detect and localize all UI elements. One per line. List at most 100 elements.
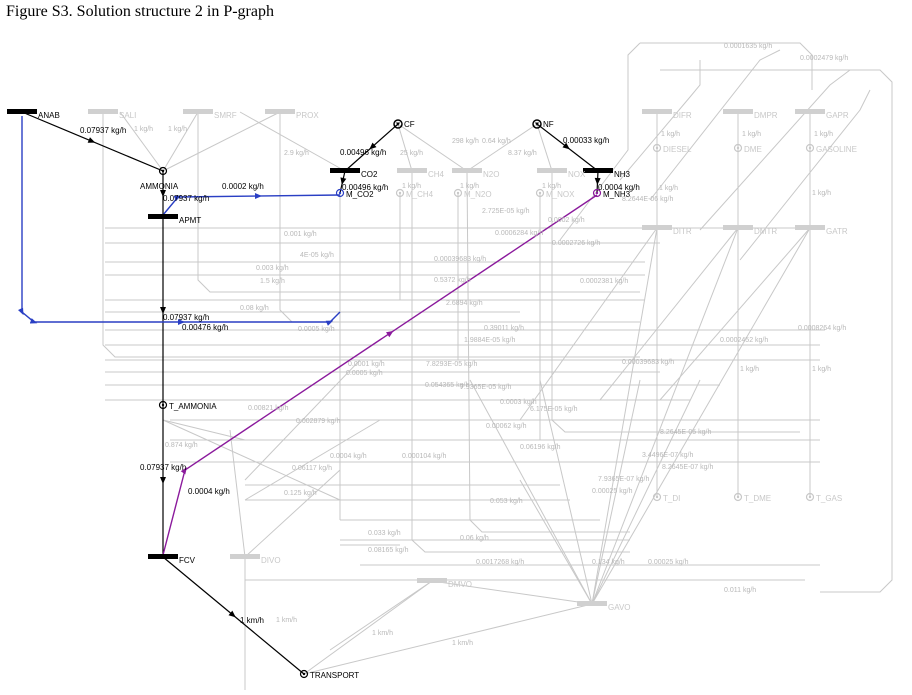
- inactive-edge-label: 0.0002726 kg/h: [552, 240, 600, 247]
- inactive-edge-label: 0.0006284 kg/h: [495, 230, 543, 237]
- figure-caption: Figure S3. Solution structure 2 in P-gra…: [6, 3, 274, 20]
- edge-fcv-to-m_nh3: [162, 194, 598, 556]
- node-label: T_DI: [663, 494, 680, 503]
- node-label: DITR: [673, 227, 692, 236]
- inactive-edge-label: 0.0005 kg/h: [346, 370, 383, 377]
- edge-label: 0.00033 kg/h: [563, 136, 609, 145]
- inactive-edge-label: 1 km/h: [452, 640, 473, 647]
- node-t-di: T_DI: [652, 492, 680, 503]
- inactive-edge-label: 0.00025 kg/h: [592, 488, 633, 495]
- inactive-edge-label: 0.0002479 kg/h: [800, 55, 848, 62]
- edge-arrow: [254, 193, 262, 200]
- node-label: M_N2O: [464, 190, 492, 199]
- node-ditr: DITR: [642, 225, 692, 236]
- edge-label: 0.0004 kg/h: [188, 487, 230, 496]
- node-label: SMRF: [214, 111, 237, 120]
- node-divo: DIVO: [230, 554, 281, 565]
- node-gatr: GATR: [795, 225, 848, 236]
- inactive-edge-label: 2.6894 kg/h: [446, 300, 483, 307]
- node-label: DME: [744, 145, 762, 154]
- node-label: DIVO: [261, 556, 281, 565]
- node-label: DMVO: [448, 580, 472, 589]
- inactive-edge-label: 0.0003 kg/h: [500, 399, 537, 406]
- node-co2: CO2: [330, 168, 378, 179]
- edge-arrow: [386, 330, 394, 338]
- node-ammonia: AMMONIA: [140, 166, 179, 191]
- inactive-edge-label: 1 kg/h: [134, 126, 153, 133]
- node-gavo: GAVO: [577, 601, 631, 612]
- edge-arrow: [160, 477, 166, 484]
- inactive-edge-label: 0.64 kg/h: [482, 138, 511, 145]
- inactive-edge-label: 1 km/h: [276, 617, 297, 624]
- node-t-gas: T_GAS: [805, 492, 842, 503]
- inactive-edge-label: 1 kg/h: [659, 185, 678, 192]
- inactive-edge-label: 0.0008264 kg/h: [798, 325, 846, 332]
- inactive-edge-label: 0.08 kg/h: [240, 305, 269, 312]
- inactive-edge-label: 0.002879 kg/h: [296, 418, 340, 425]
- node-label: NH3: [614, 170, 631, 179]
- node-m-nox: M_NOX: [535, 188, 575, 199]
- node-transport: TRANSPORT: [299, 669, 359, 680]
- node-label: M_CO2: [346, 190, 374, 199]
- inactive-edge-label: 1 kg/h: [460, 183, 479, 190]
- node-gapr: GAPR: [795, 109, 849, 120]
- inactive-edge-label: 298 kg/h: [452, 138, 479, 145]
- inactive-edge-label: 1.9884E-05 kg/h: [464, 337, 515, 344]
- node-t-ammonia: T_AMMONIA: [158, 400, 217, 411]
- inactive-edge-label: 0.000104 kg/h: [402, 453, 446, 460]
- inactive-edge-label: 7.8293E-05 kg/h: [426, 361, 477, 368]
- node-nf: NF: [532, 119, 554, 129]
- edge-anab-to-apmt: [17, 116, 341, 326]
- inactive-edge-label: 0.39011 kg/h: [484, 325, 524, 332]
- node-label: DIFR: [673, 111, 692, 120]
- node-prox: PROX: [265, 109, 319, 120]
- node-label: M_CH4: [406, 190, 434, 199]
- edge-arrow: [160, 190, 166, 197]
- node-apmt: APMT: [148, 214, 201, 225]
- node-label: T_GAS: [816, 494, 842, 503]
- node-dmvo: DMVO: [417, 578, 472, 589]
- inactive-edge-label: 7.9365E-07 kg/h: [598, 476, 649, 483]
- node-label: SALI: [119, 111, 136, 120]
- node-label: NF: [543, 120, 554, 129]
- inactive-edge-label: 0.874 kg/h: [165, 442, 198, 449]
- node-cf: CF: [393, 119, 415, 129]
- inactive-edge-label: 0.053 kg/h: [490, 498, 523, 505]
- node-label: APMT: [179, 216, 201, 225]
- node-label: DIESEL: [663, 145, 692, 154]
- inactive-edge-label: 0.003 kg/h: [256, 265, 289, 272]
- inactive-edge-label: 2.725E-05 kg/h: [482, 208, 530, 215]
- inactive-edge-label: 8.2644E-06 kg/h: [622, 196, 673, 203]
- edge-labels: 0.07937 kg/h0.00496 kg/h0.00496 kg/h0.00…: [80, 43, 848, 647]
- inactive-edge-label: 0.011 kg/h: [724, 587, 756, 594]
- node-label: GATR: [826, 227, 848, 236]
- inactive-edges: [102, 42, 893, 690]
- edge-arrow: [562, 142, 570, 150]
- edge-label: 0.07937 kg/h: [163, 313, 209, 322]
- inactive-edge-label: 2.9 kg/h: [284, 150, 309, 157]
- node-m-ch4: M_CH4: [395, 188, 434, 199]
- inactive-edge-label: 1 kg/h: [740, 366, 759, 373]
- edge-arrow: [594, 177, 601, 185]
- node-n2o: N2O: [452, 168, 499, 179]
- edge-arrow: [369, 142, 377, 150]
- edge-label: 0.07937 kg/h: [140, 463, 186, 472]
- node-label: CO2: [361, 170, 378, 179]
- node-anab: ANAB: [7, 109, 60, 120]
- node-label: M_NOX: [546, 190, 575, 199]
- edge-label: 0.0004 kg/h: [598, 183, 640, 192]
- inactive-edge-label: 6.175E-05 kg/h: [530, 406, 578, 413]
- node-nh3: NH3: [583, 168, 631, 179]
- edge-arrow: [87, 137, 96, 143]
- node-label: AMMONIA: [140, 182, 179, 191]
- node-label: GAPR: [826, 111, 849, 120]
- inactive-edge-label: 0.054365 kg/h: [425, 382, 469, 389]
- inactive-edge-label: 0.0001 kg/h: [348, 361, 385, 368]
- node-fcv: FCV: [148, 554, 196, 565]
- node-sali: SALI: [88, 109, 136, 120]
- node-label: NOX: [568, 170, 586, 179]
- inactive-edge-label: 1.5 kg/h: [260, 278, 285, 285]
- inactive-edge-label: 7.9365E-05 kg/h: [460, 384, 511, 391]
- inactive-edge-label: 8.2645E-05 kg/h: [660, 429, 711, 436]
